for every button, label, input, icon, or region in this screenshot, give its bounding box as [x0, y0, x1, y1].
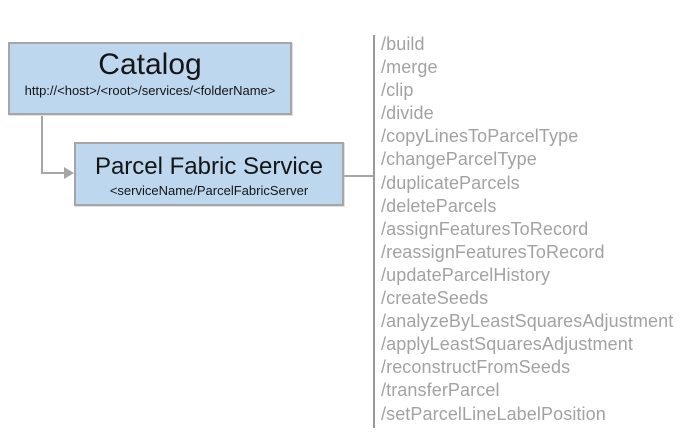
- endpoint-list-divider: [373, 35, 375, 428]
- endpoint-item: /setParcelLineLabelPosition: [381, 403, 606, 424]
- arrowhead-icon: [64, 167, 74, 179]
- connector-horizontal-segment: [41, 172, 66, 174]
- endpoint-item: /transferParcel: [381, 380, 500, 401]
- endpoint-item: /reassignFeaturesToRecord: [381, 241, 605, 262]
- parcel-fabric-service-node: Parcel Fabric Service <serviceName/Parce…: [74, 142, 344, 206]
- endpoint-item: /changeParcelType: [381, 149, 537, 170]
- endpoint-item: /copyLinesToParcelType: [381, 126, 579, 147]
- catalog-title: Catalog: [98, 48, 202, 81]
- connector-vertical-segment: [41, 116, 43, 174]
- endpoint-item: /assignFeaturesToRecord: [381, 218, 589, 239]
- service-path: <serviceName/ParcelFabricServer: [109, 183, 309, 198]
- endpoint-item: /divide: [381, 103, 434, 124]
- endpoint-item: /clip: [381, 80, 414, 101]
- catalog-url: http://<host>/<root>/services/<folderNam…: [24, 83, 276, 98]
- endpoint-item: /deleteParcels: [381, 195, 497, 216]
- endpoint-item: /build: [381, 34, 425, 54]
- endpoint-item: /duplicateParcels: [381, 172, 520, 193]
- endpoint-item: /createSeeds: [381, 288, 489, 309]
- endpoint-item: /merge: [381, 57, 438, 78]
- service-title: Parcel Fabric Service: [94, 153, 324, 180]
- endpoint-list: /build/merge/clip/divide/copyLinesToParc…: [381, 33, 673, 426]
- service-to-list-connector: [344, 175, 373, 177]
- endpoint-item: /applyLeastSquaresAdjustment: [381, 334, 633, 355]
- catalog-node: Catalog http://<host>/<root>/services/<f…: [8, 42, 292, 115]
- endpoint-item: /updateParcelHistory: [381, 264, 551, 285]
- endpoint-item: /analyzeByLeastSquaresAdjustment: [381, 311, 674, 332]
- endpoint-item: /reconstructFromSeeds: [381, 357, 571, 378]
